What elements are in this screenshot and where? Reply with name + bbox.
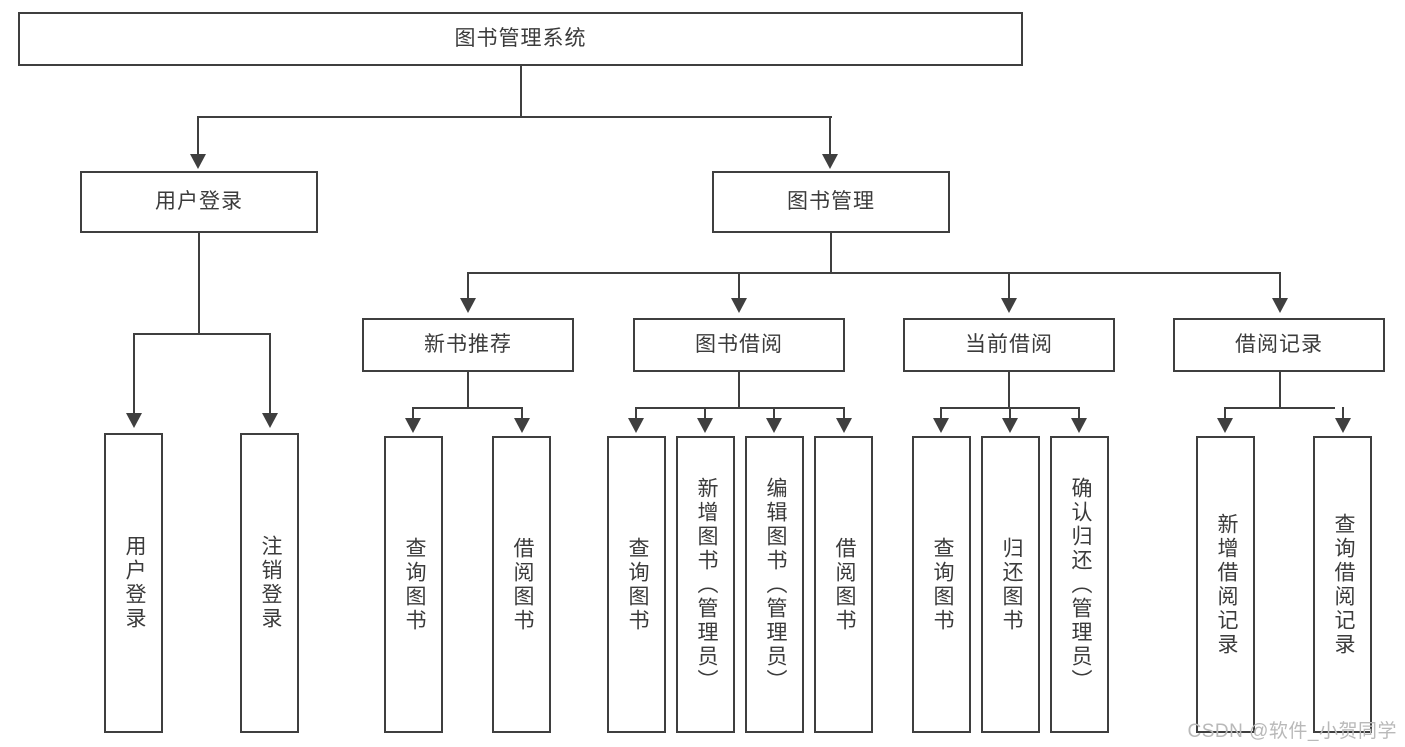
connector-user-login-bus bbox=[134, 333, 270, 335]
connector-root-to-user-login bbox=[197, 116, 199, 156]
arrowhead-current-borrow-leaf-1 bbox=[933, 418, 949, 433]
connector-borrow-record-to-leaf-1 bbox=[1224, 407, 1226, 419]
connector-book-mgmt-bus bbox=[468, 272, 1280, 274]
leaf-borrow-record-query[interactable]: 查询借阅记录 bbox=[1313, 436, 1372, 733]
node-label: 图书管理 bbox=[787, 190, 875, 214]
arrowhead-book-borrow-leaf-4 bbox=[836, 418, 852, 433]
node-label: 查询图书 bbox=[625, 536, 649, 633]
leaf-current-borrow-confirm[interactable]: 确认归还（管理员） bbox=[1050, 436, 1109, 733]
arrowhead-book-mgmt-new-book bbox=[460, 298, 476, 313]
leaf-current-borrow-query[interactable]: 查询图书 bbox=[912, 436, 971, 733]
arrowhead-root-to-user-login bbox=[190, 154, 206, 169]
connector-user-login-stem bbox=[198, 233, 200, 334]
node-label: 查询借阅记录 bbox=[1331, 512, 1355, 657]
node-current-borrow[interactable]: 当前借阅 bbox=[903, 318, 1115, 372]
leaf-book-borrow-borrow[interactable]: 借阅图书 bbox=[814, 436, 873, 733]
node-label: 图书借阅 bbox=[695, 333, 783, 357]
connector-book-borrow-to-leaf-2 bbox=[704, 407, 706, 419]
node-book-management[interactable]: 图书管理 bbox=[712, 171, 950, 233]
connector-borrow-record-stem bbox=[1279, 372, 1281, 408]
connector-book-mgmt-to-record bbox=[1279, 272, 1281, 300]
arrowhead-book-borrow-leaf-1 bbox=[628, 418, 644, 433]
connector-user-login-to-leaf-1 bbox=[133, 333, 135, 415]
connector-book-borrow-stem bbox=[738, 372, 740, 408]
connector-book-borrow-to-leaf-1 bbox=[635, 407, 637, 419]
connector-user-login-to-leaf-2 bbox=[269, 333, 271, 415]
node-label: 查询图书 bbox=[930, 536, 954, 633]
node-label: 确认归还（管理员） bbox=[1068, 476, 1092, 693]
connector-book-mgmt-stem bbox=[830, 233, 832, 273]
arrowhead-current-borrow-leaf-2 bbox=[1002, 418, 1018, 433]
node-new-book-recommend[interactable]: 新书推荐 bbox=[362, 318, 574, 372]
node-label: 编辑图书（管理员） bbox=[763, 476, 787, 693]
connector-new-book-to-leaf-2 bbox=[521, 407, 523, 419]
leaf-book-borrow-query[interactable]: 查询图书 bbox=[607, 436, 666, 733]
node-root-system[interactable]: 图书管理系统 bbox=[18, 12, 1023, 66]
node-borrow-record[interactable]: 借阅记录 bbox=[1173, 318, 1385, 372]
leaf-new-book-borrow[interactable]: 借阅图书 bbox=[492, 436, 551, 733]
node-label: 借阅记录 bbox=[1235, 333, 1323, 357]
connector-book-borrow-to-leaf-3 bbox=[773, 407, 775, 419]
connector-book-borrow-to-leaf-4 bbox=[843, 407, 845, 419]
arrowhead-book-mgmt-current bbox=[1001, 298, 1017, 313]
connector-new-book-bus bbox=[413, 407, 523, 409]
connector-book-borrow-bus bbox=[636, 407, 845, 409]
node-label: 用户登录 bbox=[155, 190, 243, 214]
arrowhead-borrow-record-leaf-1 bbox=[1217, 418, 1233, 433]
node-label: 注销登录 bbox=[258, 535, 282, 631]
leaf-borrow-record-add[interactable]: 新增借阅记录 bbox=[1196, 436, 1255, 733]
node-label: 图书管理系统 bbox=[454, 27, 587, 51]
node-user-login[interactable]: 用户登录 bbox=[80, 171, 318, 233]
connector-current-borrow-to-leaf-3 bbox=[1078, 407, 1080, 419]
node-label: 查询图书 bbox=[402, 536, 426, 633]
connector-root-stem bbox=[520, 66, 522, 117]
node-label: 新增图书（管理员） bbox=[694, 476, 718, 693]
arrowhead-root-to-book-mgmt bbox=[822, 154, 838, 169]
arrowhead-book-mgmt-record bbox=[1272, 298, 1288, 313]
leaf-user-login-login[interactable]: 用户登录 bbox=[104, 433, 163, 733]
connector-borrow-record-bus bbox=[1225, 407, 1335, 409]
arrowhead-book-borrow-leaf-3 bbox=[766, 418, 782, 433]
node-label: 新增借阅记录 bbox=[1214, 512, 1238, 657]
node-label: 当前借阅 bbox=[965, 333, 1053, 357]
connector-book-mgmt-to-current bbox=[1008, 272, 1010, 300]
connector-current-borrow-stem bbox=[1008, 372, 1010, 408]
arrowhead-borrow-record-leaf-2 bbox=[1335, 418, 1351, 433]
arrowhead-user-login-leaf-2 bbox=[262, 413, 278, 428]
arrowhead-new-book-leaf-2 bbox=[514, 418, 530, 433]
connector-borrow-record-to-leaf-2 bbox=[1342, 407, 1344, 419]
connector-current-borrow-to-leaf-2 bbox=[1009, 407, 1011, 419]
node-label: 用户登录 bbox=[122, 535, 146, 631]
leaf-book-borrow-edit[interactable]: 编辑图书（管理员） bbox=[745, 436, 804, 733]
connector-new-book-stem bbox=[467, 372, 469, 408]
node-book-borrow[interactable]: 图书借阅 bbox=[633, 318, 845, 372]
arrowhead-book-mgmt-borrow bbox=[731, 298, 747, 313]
node-label: 归还图书 bbox=[999, 536, 1023, 633]
connector-root-bus bbox=[198, 116, 832, 118]
arrowhead-book-borrow-leaf-2 bbox=[697, 418, 713, 433]
connector-new-book-to-leaf-1 bbox=[412, 407, 414, 419]
connector-current-borrow-to-leaf-1 bbox=[940, 407, 942, 419]
leaf-new-book-query[interactable]: 查询图书 bbox=[384, 436, 443, 733]
leaf-book-borrow-add[interactable]: 新增图书（管理员） bbox=[676, 436, 735, 733]
arrowhead-new-book-leaf-1 bbox=[405, 418, 421, 433]
node-label: 借阅图书 bbox=[832, 536, 856, 633]
leaf-user-login-logout[interactable]: 注销登录 bbox=[240, 433, 299, 733]
connector-book-mgmt-to-borrow bbox=[738, 272, 740, 300]
arrowhead-current-borrow-leaf-3 bbox=[1071, 418, 1087, 433]
node-label: 借阅图书 bbox=[510, 536, 534, 633]
connector-book-mgmt-to-new-book bbox=[467, 272, 469, 300]
leaf-current-borrow-return[interactable]: 归还图书 bbox=[981, 436, 1040, 733]
node-label: 新书推荐 bbox=[424, 333, 512, 357]
arrowhead-user-login-leaf-1 bbox=[126, 413, 142, 428]
connector-root-to-book-mgmt bbox=[829, 116, 831, 156]
